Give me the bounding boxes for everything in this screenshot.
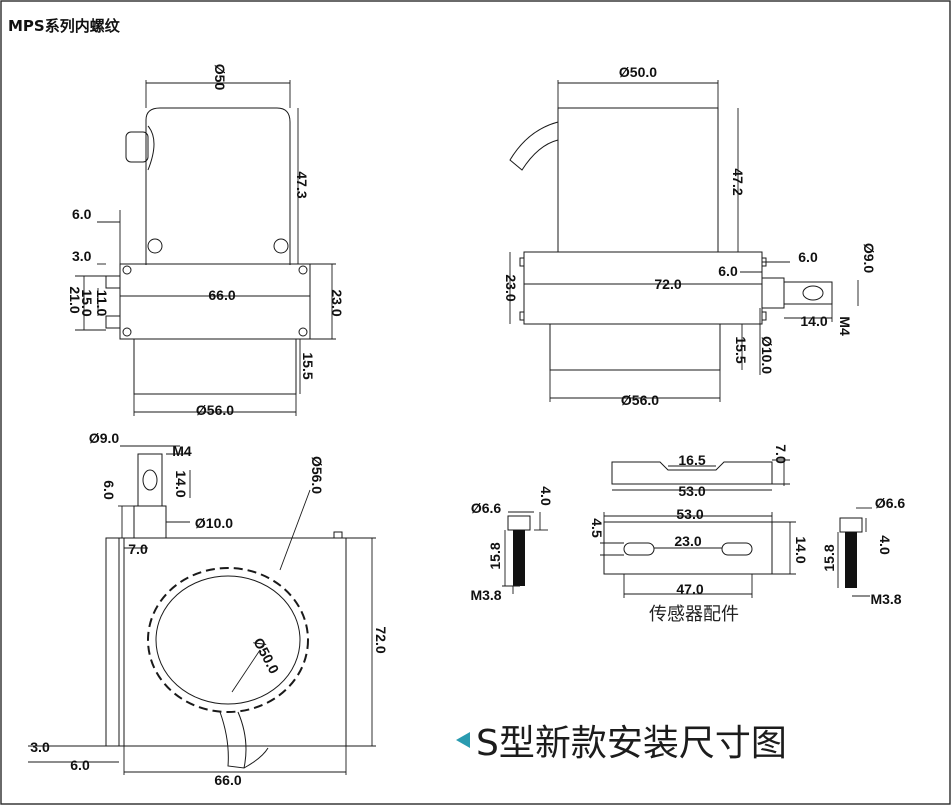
dim-label: M3.8 [870,591,901,607]
dim-label: Ø10.0 [759,336,775,374]
screw-thread [513,530,525,586]
dim-label: 6.0 [718,263,738,279]
dim-label: 3.0 [30,739,50,755]
banner-title: S型新款安装尺寸图 [476,723,787,764]
dim-label: 15.5 [733,336,749,363]
dim-label: M3.8 [470,587,501,603]
dim-label: Ø56.0 [309,456,325,494]
dim-label: 14.0 [793,536,809,563]
dim-label: 15.8 [487,542,503,569]
dim-label: 15.5 [300,352,316,379]
dim-label: 47.3 [294,171,310,198]
dim-label: 23.0 [674,533,701,549]
dim-label: Ø56.0 [196,402,234,418]
accessory-parts: 16.5 7.0 53.0 53.0 4.5 23.0 14.0 47.0 传感… [470,444,905,625]
dim-label: M4 [172,443,192,459]
dim-label: 23.0 [503,274,519,301]
dim-label: 72.0 [654,276,681,292]
dim-label: 47.2 [730,168,746,195]
dim-label: Ø9.0 [861,243,877,274]
dim-label: 23.0 [329,289,345,316]
view-top-right: Ø50.0 47.2 23.0 72.0 6.0 6.0 Ø9.0 14.0 M… [503,64,877,408]
screw-thread [845,532,857,588]
dim-label: 4.5 [589,518,605,538]
dim-label: 16.5 [678,452,705,468]
play-arrow-icon [456,732,470,748]
dim-label: 53.0 [676,506,703,522]
dim-label: 21.0 [67,286,83,313]
dim-label: 15.0 [79,289,95,316]
dim-label: 7.0 [773,444,789,464]
dim-label: Ø9.0 [89,430,120,446]
view-top-left: Ø50 47.3 66.0 23.0 15.5 Ø56.0 6.0 3.0 21… [67,64,345,418]
dim-label: Ø50.0 [250,635,282,676]
dim-label: 53.0 [678,483,705,499]
dim-label: 72.0 [373,626,389,653]
dim-label: 14.0 [800,313,827,329]
dim-label: 66.0 [208,287,235,303]
dim-label: Ø56.0 [621,392,659,408]
dim-label: M4 [837,316,853,336]
dim-label: 14.0 [173,470,189,497]
dim-label: 7.0 [128,541,148,557]
dim-label: 6.0 [72,206,92,222]
dim-label: Ø10.0 [195,515,233,531]
dim-label: 47.0 [676,581,703,597]
dim-label: 66.0 [214,772,241,788]
dim-label: Ø6.6 [471,500,502,516]
dim-label: Ø6.6 [875,495,906,511]
dim-label: 11.0 [94,290,110,317]
dim-label: 6.0 [70,757,90,773]
accessories-caption: 传感器配件 [649,604,739,625]
dim-label: 4.0 [538,486,554,506]
dim-label: Ø50.0 [619,64,657,80]
dim-label: 3.0 [72,248,92,264]
view-bottom-left: Ø9.0 M4 14.0 6.0 Ø10.0 7.0 Ø56.0 72.0 Ø5… [28,430,389,788]
page-title: MPS系列内螺纹 [8,17,121,35]
dim-label: 6.0 [798,249,818,265]
dim-label: 15.8 [821,544,837,571]
dim-label: Ø50 [212,64,228,91]
dim-label: 6.0 [101,480,117,500]
dim-label: 4.0 [877,535,893,555]
